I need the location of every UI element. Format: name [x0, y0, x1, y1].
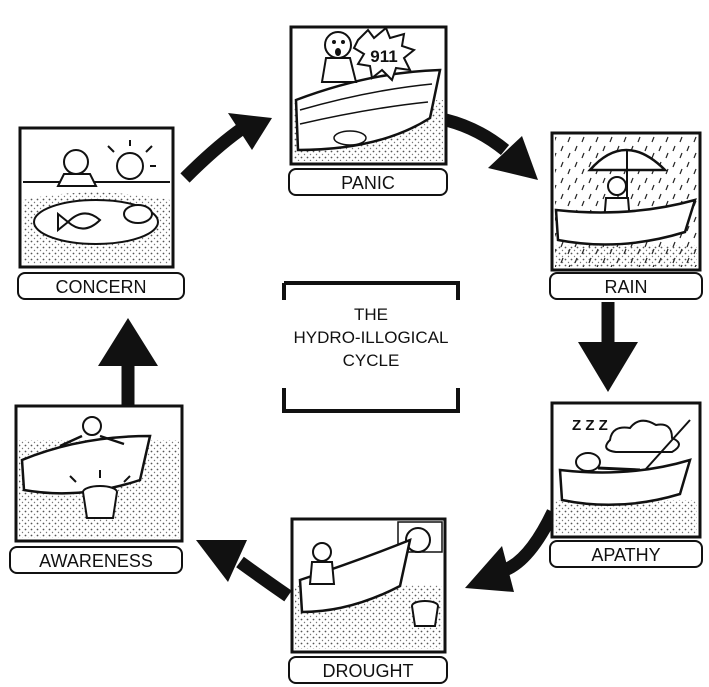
speech-burst-icon: 911: [352, 26, 417, 82]
cycle-arrows: [98, 113, 638, 602]
awareness-illustration: [14, 404, 184, 543]
boat-icon: [558, 419, 692, 507]
center-title-line-1: THE: [354, 305, 388, 324]
rain-illustration: [550, 131, 702, 272]
umbrella-icon: [587, 148, 669, 200]
stage-apathy: Z Z Z APATHY: [549, 401, 703, 568]
concern-illustration: [18, 126, 175, 269]
boat-icon: [298, 537, 412, 614]
stage-concern: CONCERN: [17, 126, 185, 300]
stage-panic: 911 PANIC: [288, 25, 448, 196]
sleep-z-text: Z Z Z: [572, 417, 608, 434]
arrow-concern-to-panic: [180, 113, 272, 183]
stage-drought: DROUGHT: [288, 517, 448, 684]
person-icon: [320, 31, 358, 83]
stage-label-drought: DROUGHT: [323, 661, 414, 681]
stage-label-awareness: AWARENESS: [39, 551, 153, 571]
arrow-awareness-to-concern: [98, 318, 158, 406]
bucket-icon: [69, 470, 131, 519]
drought-illustration: [290, 517, 447, 654]
bucket-icon: [411, 600, 439, 627]
boat-icon: [294, 68, 442, 152]
stage-rain: RAIN: [549, 131, 703, 300]
center-title-line-2: HYDRO-ILLOGICAL: [294, 328, 449, 347]
fish-icon: [57, 211, 102, 233]
sun-icon: [397, 521, 443, 553]
stage-awareness: AWARENESS: [9, 404, 184, 574]
apathy-illustration: Z Z Z: [550, 401, 702, 539]
arrow-rain-to-apathy: [578, 302, 638, 392]
person-icon: [59, 416, 125, 448]
arrow-apathy-to-drought: [465, 509, 559, 592]
stage-label-apathy: APATHY: [591, 545, 660, 565]
arrow-drought-to-awareness: [196, 540, 292, 602]
stage-label-concern: CONCERN: [55, 277, 146, 297]
center-title-box: THE HYDRO-ILLOGICAL CYCLE: [282, 281, 460, 413]
sun-icon: [107, 140, 156, 180]
person-icon: [575, 452, 641, 472]
boat-icon: [554, 198, 697, 246]
stage-label-rain: RAIN: [604, 277, 647, 297]
center-title-line-3: CYCLE: [343, 351, 400, 370]
boat-icon: [20, 434, 152, 495]
arrow-panic-to-rain: [444, 113, 538, 180]
speech-911-text: 911: [370, 47, 397, 66]
panic-illustration: 911: [289, 25, 448, 166]
stage-label-panic: PANIC: [341, 173, 395, 193]
person-icon: [56, 149, 98, 187]
person-icon: [308, 542, 336, 585]
cloud-icon: [605, 419, 680, 453]
